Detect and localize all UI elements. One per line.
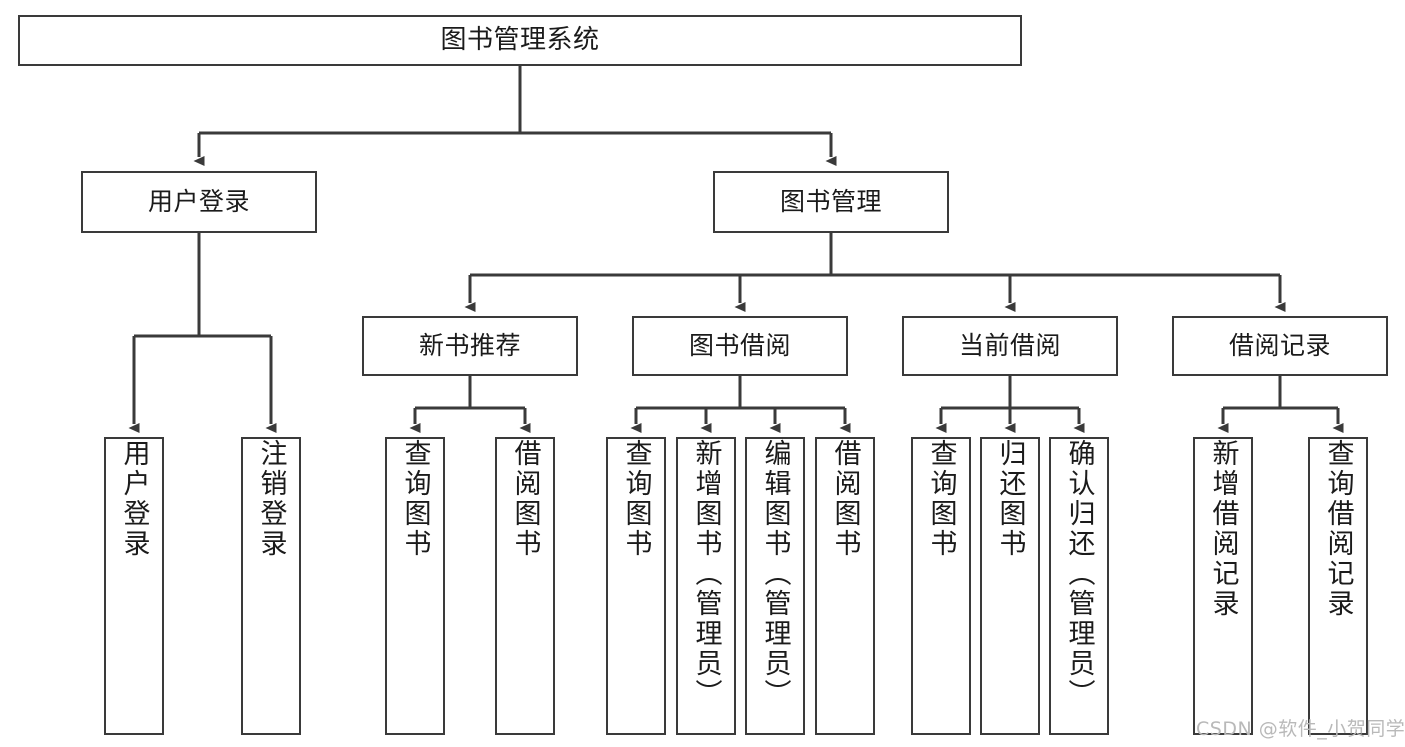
node-leaf-user-login[interactable]: 用户登录 bbox=[104, 437, 164, 735]
node-leaf-add-record[interactable]: 新增借阅记录 bbox=[1193, 437, 1253, 735]
node-leaf-add-book[interactable]: 新增图书（管理员） bbox=[676, 437, 736, 735]
node-leaf-query-book-2[interactable]: 查询图书 bbox=[606, 437, 666, 735]
node-current-borrow[interactable]: 当前借阅 bbox=[902, 316, 1118, 376]
node-leaf-return-book[interactable]: 归还图书 bbox=[980, 437, 1040, 735]
node-current-borrow-label: 当前借阅 bbox=[958, 331, 1061, 361]
watermark: CSDN @软件_小贺同学 bbox=[1196, 718, 1405, 740]
node-leaf-query-record[interactable]: 查询借阅记录 bbox=[1308, 437, 1368, 735]
node-leaf-borrow-book-1-label: 借阅图书 bbox=[509, 439, 541, 559]
node-book-manage[interactable]: 图书管理 bbox=[713, 171, 949, 233]
node-leaf-logout-login-label: 注销登录 bbox=[255, 439, 287, 559]
node-user-login[interactable]: 用户登录 bbox=[81, 171, 317, 233]
node-leaf-confirm-return[interactable]: 确认归还（管理员） bbox=[1049, 437, 1109, 735]
node-book-manage-label: 图书管理 bbox=[779, 187, 882, 217]
node-new-book-recommend-label: 新书推荐 bbox=[418, 331, 521, 361]
node-leaf-confirm-return-label: 确认归还（管理员） bbox=[1063, 439, 1095, 709]
node-leaf-logout-login[interactable]: 注销登录 bbox=[241, 437, 301, 735]
node-leaf-add-book-label: 新增图书（管理员） bbox=[690, 439, 722, 709]
node-leaf-query-book-3-label: 查询图书 bbox=[925, 439, 957, 559]
node-borrow-record-label: 借阅记录 bbox=[1228, 331, 1331, 361]
node-new-book-recommend[interactable]: 新书推荐 bbox=[362, 316, 578, 376]
node-user-login-label: 用户登录 bbox=[147, 187, 250, 217]
node-leaf-query-book-1[interactable]: 查询图书 bbox=[385, 437, 445, 735]
node-leaf-query-book-1-label: 查询图书 bbox=[399, 439, 431, 559]
node-borrow-record[interactable]: 借阅记录 bbox=[1172, 316, 1388, 376]
node-leaf-edit-book[interactable]: 编辑图书（管理员） bbox=[745, 437, 805, 735]
node-root[interactable]: 图书管理系统 bbox=[18, 15, 1022, 66]
node-leaf-borrow-book-2-label: 借阅图书 bbox=[829, 439, 861, 559]
node-leaf-borrow-book-1[interactable]: 借阅图书 bbox=[495, 437, 555, 735]
node-leaf-query-record-label: 查询借阅记录 bbox=[1322, 439, 1354, 619]
node-leaf-add-record-label: 新增借阅记录 bbox=[1207, 439, 1239, 619]
node-root-label: 图书管理系统 bbox=[440, 25, 600, 56]
node-book-borrow-label: 图书借阅 bbox=[688, 331, 791, 361]
node-leaf-user-login-label: 用户登录 bbox=[118, 439, 150, 559]
node-leaf-query-book-3[interactable]: 查询图书 bbox=[911, 437, 971, 735]
node-leaf-query-book-2-label: 查询图书 bbox=[620, 439, 652, 559]
node-leaf-return-book-label: 归还图书 bbox=[994, 439, 1026, 559]
node-leaf-edit-book-label: 编辑图书（管理员） bbox=[759, 439, 791, 709]
node-leaf-borrow-book-2[interactable]: 借阅图书 bbox=[815, 437, 875, 735]
node-book-borrow[interactable]: 图书借阅 bbox=[632, 316, 848, 376]
